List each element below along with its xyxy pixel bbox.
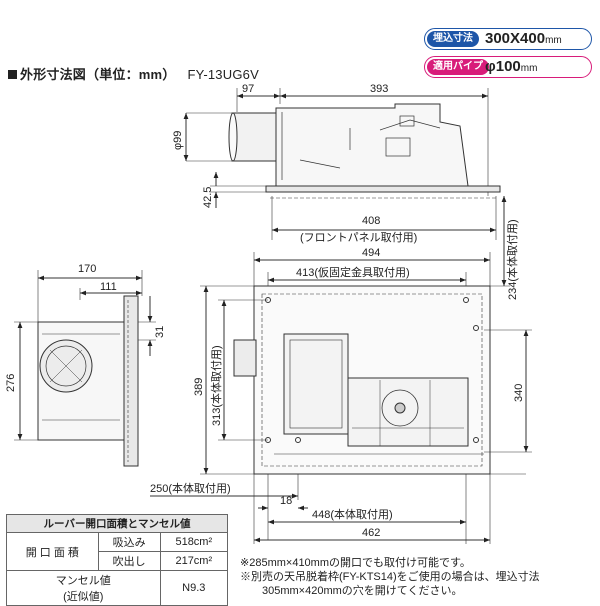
- pipe-size-badge: 適用パイプ φ100mm: [424, 56, 592, 78]
- dim-250: 250(本体取付用): [150, 481, 231, 495]
- dim-408-note: (フロントパネル取付用): [300, 231, 417, 244]
- pipe-size-number: φ100: [485, 58, 521, 75]
- intake-label: 吸込み: [97, 532, 161, 552]
- munsell-label: マンセル値: [55, 575, 111, 587]
- note-hole-size: 305mm×420mmの穴を開けてください。: [262, 585, 463, 597]
- side-view: [183, 88, 501, 240]
- louver-spec-table: ルーバー開口面積とマンセル値 開 口 面 積 吸込み 518cm² 吹出し 21…: [6, 514, 229, 606]
- plan-motor-box: [283, 333, 349, 435]
- dim-111: 111: [100, 281, 117, 293]
- dim-393: 393: [370, 83, 388, 95]
- plan-view: [150, 196, 532, 544]
- dim-462: 462: [362, 527, 380, 539]
- embed-size-unit: mm: [545, 35, 562, 46]
- outlet-value: 217cm²: [159, 551, 229, 571]
- end-panel: [123, 295, 139, 467]
- munsell-label-cell: マンセル値 (近似値): [6, 570, 161, 606]
- embed-size-value: 300X400mm: [485, 30, 562, 50]
- dim-494: 494: [362, 247, 380, 259]
- side-front-panel: [265, 185, 501, 193]
- dim-413: 413(仮固定金具取付用): [296, 265, 410, 279]
- dim-18: 18: [280, 495, 292, 507]
- dim-170: 170: [78, 263, 96, 275]
- embed-size-tag: 埋込寸法: [427, 31, 479, 47]
- outlet-label: 吹出し: [97, 551, 161, 571]
- dim-99: φ99: [172, 131, 184, 150]
- pipe-size-value: φ100mm: [485, 58, 537, 78]
- munsell-value: N9.3: [159, 570, 229, 606]
- dim-276: 276: [5, 374, 17, 392]
- plan-fan-unit: [347, 377, 469, 447]
- dim-97: 97: [242, 83, 254, 95]
- dim-408: 408: [362, 215, 380, 227]
- pipe-size-unit: mm: [520, 63, 538, 74]
- side-body: [275, 103, 469, 187]
- end-view: [14, 270, 156, 467]
- dim-31: 31: [154, 326, 166, 338]
- opening-area-label: 開 口 面 積: [6, 532, 99, 571]
- duct-collar: [231, 112, 277, 162]
- dim-42-5: 42.5: [202, 187, 214, 208]
- dim-448: 448(本体取付用): [312, 507, 393, 521]
- dim-389: 389: [193, 378, 205, 396]
- note-mount-frame: ※別売の天吊脱着枠(FY-KTS14)をご使用の場合は、埋込寸法: [240, 571, 540, 583]
- plan-duct: [233, 339, 257, 377]
- title-text: 外形寸法図（単位：mm）: [20, 67, 176, 82]
- munsell-sub-label: (近似値): [63, 591, 104, 603]
- note-opening: ※285mm×410mmの開口でも取付け可能です。: [240, 557, 471, 569]
- embed-size-badge: 埋込寸法 300X400mm: [424, 28, 592, 50]
- intake-value: 518cm²: [159, 532, 229, 552]
- dim-313: 313(本体取付用): [209, 345, 223, 426]
- spec-table-title: ルーバー開口面積とマンセル値: [6, 514, 228, 533]
- drawing-title: 外形寸法図（単位：mm） FY-13UG6V: [8, 64, 259, 83]
- pipe-size-tag: 適用パイプ: [427, 59, 489, 75]
- dim-340: 340: [513, 384, 525, 402]
- dim-234: 234(本体取付用): [505, 219, 519, 300]
- square-bullet-icon: [8, 70, 17, 79]
- embed-size-number: 300X400: [485, 30, 546, 47]
- model-number: FY-13UG6V: [187, 67, 259, 82]
